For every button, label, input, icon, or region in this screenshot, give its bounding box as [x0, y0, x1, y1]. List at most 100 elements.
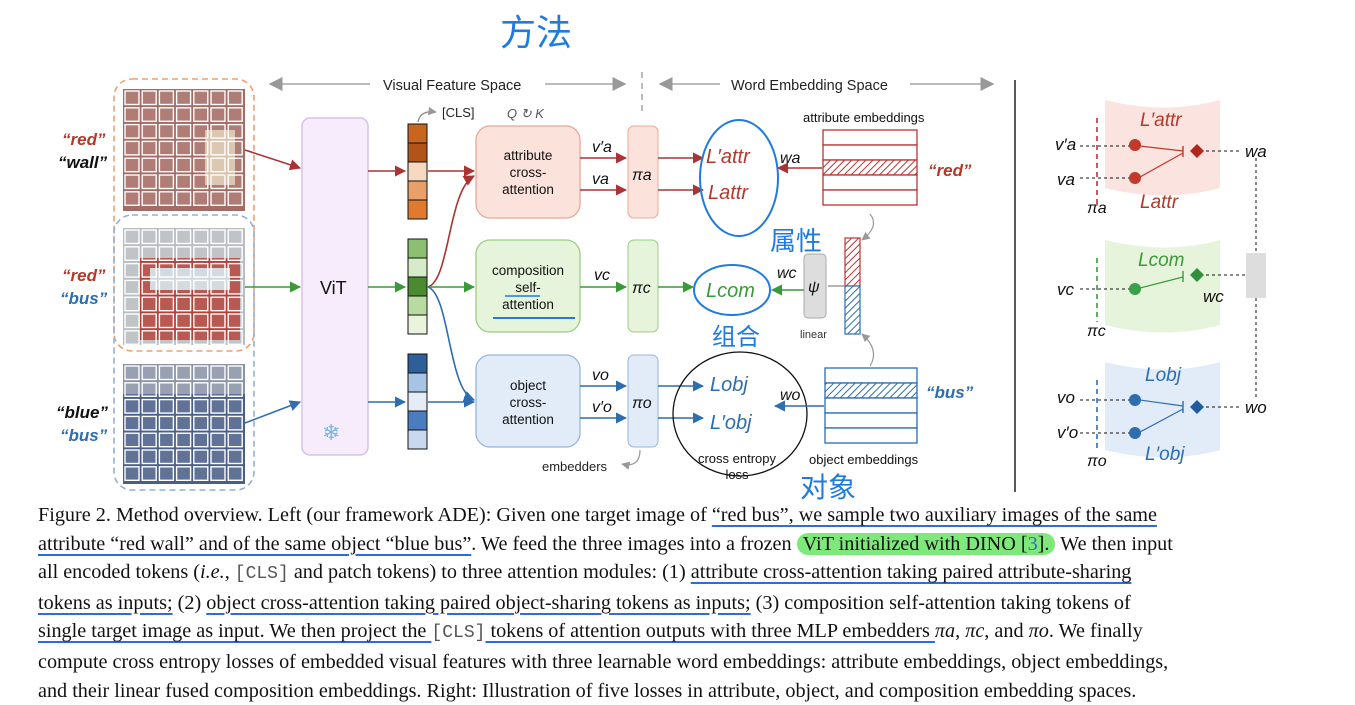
image-patch	[210, 432, 226, 448]
image-patch	[158, 191, 175, 207]
image-patch	[193, 415, 209, 431]
v-a: va	[592, 171, 609, 188]
caption-line-1: Figure 2. Method overview. Left (our fra…	[38, 501, 1318, 530]
image-patch	[210, 398, 226, 414]
image-patch	[227, 140, 243, 156]
image-patch	[124, 382, 140, 397]
image-patch	[141, 432, 157, 448]
object-cross-attention-module	[475, 354, 581, 448]
image-patch	[124, 174, 140, 190]
w-c: wc	[777, 265, 797, 282]
image-patch	[141, 449, 157, 465]
caption-l4b: (2)	[172, 591, 207, 614]
image-patch	[193, 229, 209, 245]
image-patch	[158, 466, 175, 481]
right-v-o-prime: v′o	[1057, 423, 1078, 442]
image-patch	[124, 296, 140, 312]
image-patch	[175, 449, 192, 465]
image-patch	[175, 432, 192, 448]
image-patch	[141, 107, 157, 123]
image-patch	[141, 191, 157, 207]
image-patch	[210, 415, 226, 431]
image-patch	[158, 365, 175, 381]
right-v-a-prime: v′a	[1055, 135, 1076, 154]
image-patch	[158, 415, 175, 431]
annotation-attribute: 属性	[770, 226, 822, 256]
image-patch	[124, 432, 140, 448]
right-linear-bar	[1246, 253, 1266, 298]
image-patch	[227, 313, 243, 329]
object-pair-group	[113, 214, 255, 491]
image-patch	[141, 246, 157, 262]
caption-ref-3[interactable]: 3	[1027, 532, 1038, 555]
image-patch	[124, 157, 140, 173]
comp-embed-blue	[844, 285, 861, 335]
image-patch	[210, 140, 226, 156]
image-patch	[124, 365, 140, 381]
image-patch	[124, 415, 140, 431]
image-patch	[175, 157, 192, 173]
image-patch	[193, 246, 209, 262]
image-patch	[158, 229, 175, 245]
image-patch	[227, 330, 243, 345]
caption-l2a: attribute “red wall” and of the same obj…	[38, 532, 472, 555]
object-embeddings-label: object embeddings	[809, 452, 919, 467]
embedders-label: embedders	[542, 459, 608, 474]
embedder-pi-a	[627, 125, 659, 219]
image-patch	[141, 330, 157, 345]
attr-module-line2: cross-	[510, 165, 547, 180]
image-patch	[158, 262, 175, 278]
figure-caption: Figure 2. Method overview. Left (our fra…	[38, 501, 1318, 705]
right-v-a: va	[1057, 170, 1075, 189]
image-patch	[141, 174, 157, 190]
token-stack-blue	[407, 353, 428, 450]
image-patch	[210, 382, 226, 397]
image-patch	[158, 313, 175, 329]
comp-module-line1: composition	[492, 263, 564, 278]
image-patch	[193, 262, 209, 278]
image-patch	[193, 466, 209, 481]
img1-attr-label: “red”	[62, 130, 106, 149]
image-patch	[227, 107, 243, 123]
image-patch	[210, 123, 226, 139]
obj-point-vo	[1129, 394, 1141, 406]
image-patch	[210, 107, 226, 123]
caption-l5d: , and	[984, 620, 1029, 643]
embedder-pi-c	[627, 239, 659, 333]
right-pi-o: πo	[1087, 453, 1107, 470]
psi-label: ψ	[808, 279, 820, 296]
obj-loss-circle	[672, 351, 808, 477]
caption-l2d: ].	[1037, 532, 1050, 555]
image-patch	[124, 262, 140, 278]
attr-module-line1: attribute	[504, 148, 553, 163]
w-o: wo	[780, 387, 801, 404]
image-patch	[124, 123, 140, 139]
image-patch	[175, 296, 192, 312]
image-patch	[141, 466, 157, 481]
annotation-composition: 组合	[712, 324, 760, 351]
attr-word-diamond	[1190, 144, 1204, 158]
caption-l2e: We then input	[1055, 532, 1173, 555]
loss-obj: Lobj	[710, 374, 748, 396]
image-patch	[193, 191, 209, 207]
image-patch	[124, 398, 140, 414]
image-patch	[141, 398, 157, 414]
v-o-prime: v′o	[592, 399, 612, 416]
image-patch	[158, 382, 175, 397]
image-patch	[141, 296, 157, 312]
right-L-obj: Lobj	[1145, 365, 1182, 386]
image-patch	[175, 382, 192, 397]
image-patch	[141, 313, 157, 329]
right-w-a: wa	[1245, 142, 1267, 161]
image-patch	[227, 398, 243, 414]
image-patch	[227, 449, 243, 465]
right-v-o: vo	[1057, 388, 1075, 407]
v-a-prime: v′a	[592, 139, 612, 156]
image-patch	[158, 398, 175, 414]
image-patch	[227, 296, 243, 312]
attribute-pair-group	[113, 78, 255, 352]
image-patch	[141, 123, 157, 139]
image-patch	[124, 107, 140, 123]
image-patch	[193, 365, 209, 381]
image-patch	[193, 174, 209, 190]
